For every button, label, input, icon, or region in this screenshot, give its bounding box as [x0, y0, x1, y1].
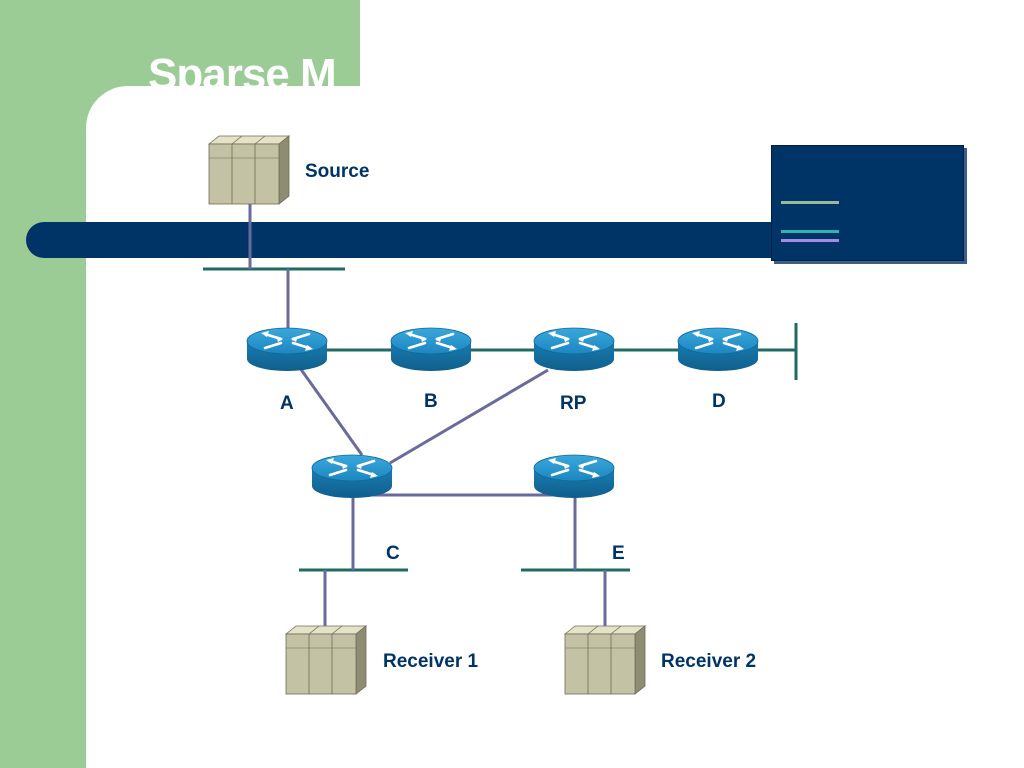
legend-box: [771, 145, 964, 261]
receiver2-label: Receiver 2: [661, 651, 757, 672]
link-rp-c: [389, 368, 549, 465]
router-icon-e: [532, 453, 616, 500]
lan-segments: [203, 267, 798, 572]
legend-line-3: [781, 239, 839, 242]
title-bar: [26, 222, 786, 258]
router-icon-d: [676, 326, 760, 373]
link-a-c: [298, 367, 364, 456]
router-d-label: D: [712, 391, 726, 412]
legend-line-2: [781, 230, 839, 233]
router-icon-rp: [532, 326, 616, 373]
receiver1-label: Receiver 1: [383, 651, 479, 672]
router-b-label: B: [424, 391, 438, 412]
router-rp-label: RP: [560, 393, 587, 414]
server-icon-source: [208, 135, 290, 205]
source-label: Source: [305, 161, 370, 182]
router-e-label: E: [612, 543, 625, 564]
router-a-label: A: [280, 393, 294, 414]
router-icon-a: [245, 326, 329, 373]
router-icon-c: [310, 453, 394, 500]
server-icon-receiver2: [564, 625, 646, 695]
server-icon-receiver1: [285, 625, 367, 695]
legend-line-1: [781, 201, 839, 204]
router-c-label: C: [386, 543, 400, 564]
multicast-links: [248, 200, 607, 630]
router-icon-b: [389, 326, 473, 373]
